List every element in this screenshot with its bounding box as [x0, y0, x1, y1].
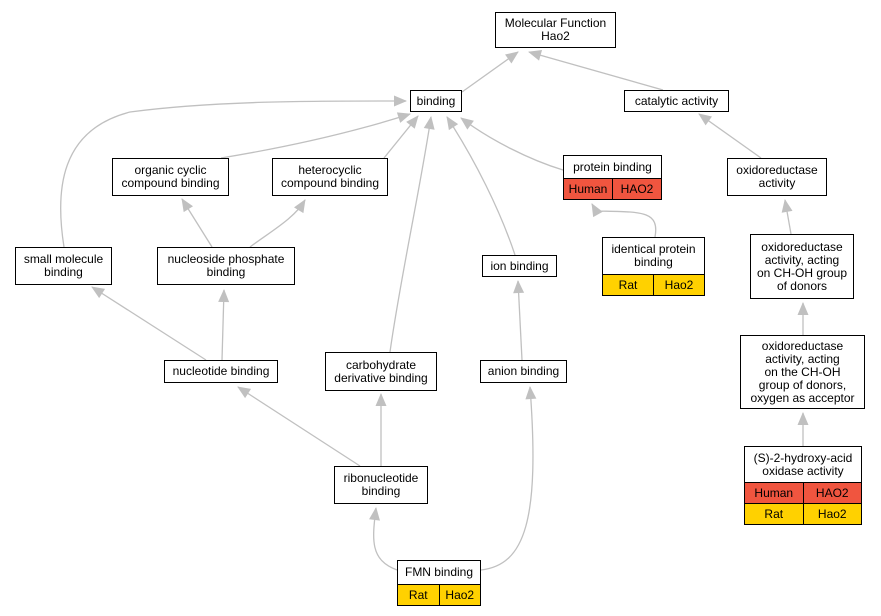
- edge-identical-to-protein: [591, 203, 657, 238]
- annotation-gene: Hao2: [653, 275, 704, 295]
- arrowhead-oxoxy-to-oxchoh: [797, 302, 809, 315]
- annotation-row: Human HAO2: [745, 482, 861, 503]
- arrowhead-binding-to-mf: [505, 51, 519, 64]
- annotation-row: Rat Hao2: [603, 274, 704, 295]
- edge-small-to-binding: [59, 100, 407, 248]
- arrowhead-identical-to-protein: [591, 203, 603, 218]
- edge-ribo-to-nucleotide: [237, 386, 361, 467]
- annotation-row: Human HAO2: [564, 178, 661, 199]
- arrowhead-oxchoh-to-oxidoreductase: [781, 199, 793, 213]
- edge-ion-to-binding: [446, 116, 516, 256]
- annotation-gene: HAO2: [802, 483, 861, 503]
- arrowhead-ribo-to-carbo: [375, 393, 387, 406]
- node-label: ion binding: [490, 258, 549, 273]
- arrowhead-small-to-binding: [393, 95, 407, 107]
- node-ion-binding[interactable]: ion binding: [482, 255, 557, 277]
- annotation-row: Rat Hao2: [745, 503, 861, 524]
- edge-catalytic-to-mf: [528, 51, 664, 91]
- arrowhead-nucleotide-to-nucleoside: [218, 289, 230, 303]
- arrowhead-anion-to-ion: [513, 280, 525, 294]
- arrowhead-catalytic-to-mf: [528, 49, 543, 61]
- node-anion-binding[interactable]: anion binding: [480, 360, 567, 383]
- arrowhead-hydroxy-to-oxoxy: [797, 412, 809, 425]
- edge-fmn-to-anion: [480, 386, 534, 571]
- arrowhead-fmn-to-anion: [525, 386, 537, 400]
- annotation-species: Rat: [745, 504, 803, 524]
- arrowhead-protein-to-binding: [460, 117, 474, 130]
- annotation-gene: Hao2: [438, 585, 480, 605]
- edge-oxidoreductase-to-catalytic: [698, 113, 762, 159]
- arrowhead-oxidoreductase-to-catalytic: [698, 113, 712, 126]
- arrowhead-nucleoside-to-heterocyclic: [294, 199, 306, 214]
- edge-organic-to-binding: [220, 113, 411, 159]
- arrowhead-heterocyclic-to-binding: [406, 115, 419, 129]
- annotation-species: Human: [745, 483, 803, 503]
- annotation-gene: Hao2: [802, 504, 861, 524]
- node-label: protein binding: [573, 159, 652, 174]
- node-fmn-binding[interactable]: FMN binding Rat Hao2: [397, 560, 481, 606]
- annotation-species: Human: [564, 179, 612, 199]
- node-binding[interactable]: binding: [410, 90, 462, 112]
- edge-anion-to-ion: [517, 280, 523, 361]
- node-label: nucleotide binding: [172, 364, 270, 378]
- arrowhead-ion-to-binding: [446, 116, 459, 131]
- annotation-species: Rat: [603, 275, 653, 295]
- annotation-row: Rat Hao2: [398, 584, 480, 605]
- arrowhead-carbo-to-binding: [423, 116, 435, 130]
- node-label: FMN binding: [404, 565, 474, 579]
- annotation-gene: HAO2: [612, 179, 661, 199]
- edge-protein-to-binding: [460, 117, 564, 171]
- annotation-species: Rat: [398, 585, 439, 605]
- edge-nucleotide-to-small: [91, 286, 207, 361]
- node-protein-binding[interactable]: protein binding Human HAO2: [563, 155, 662, 200]
- arrowhead-nucleotide-to-small: [91, 286, 106, 299]
- arrowhead-nucleoside-to-organic: [181, 198, 194, 213]
- node-catalytic-activity[interactable]: catalytic activity: [624, 90, 729, 112]
- node-label: binding: [416, 93, 456, 108]
- edge-carbo-to-binding: [389, 116, 432, 353]
- node-label: anion binding: [487, 364, 560, 378]
- node-nucleotide-binding[interactable]: nucleotide binding: [164, 360, 278, 383]
- arrowhead-fmn-to-ribo: [369, 507, 380, 521]
- arrowhead-ribo-to-nucleotide: [237, 386, 252, 399]
- node-label: catalytic activity: [634, 93, 719, 108]
- arrowhead-organic-to-binding: [396, 112, 411, 123]
